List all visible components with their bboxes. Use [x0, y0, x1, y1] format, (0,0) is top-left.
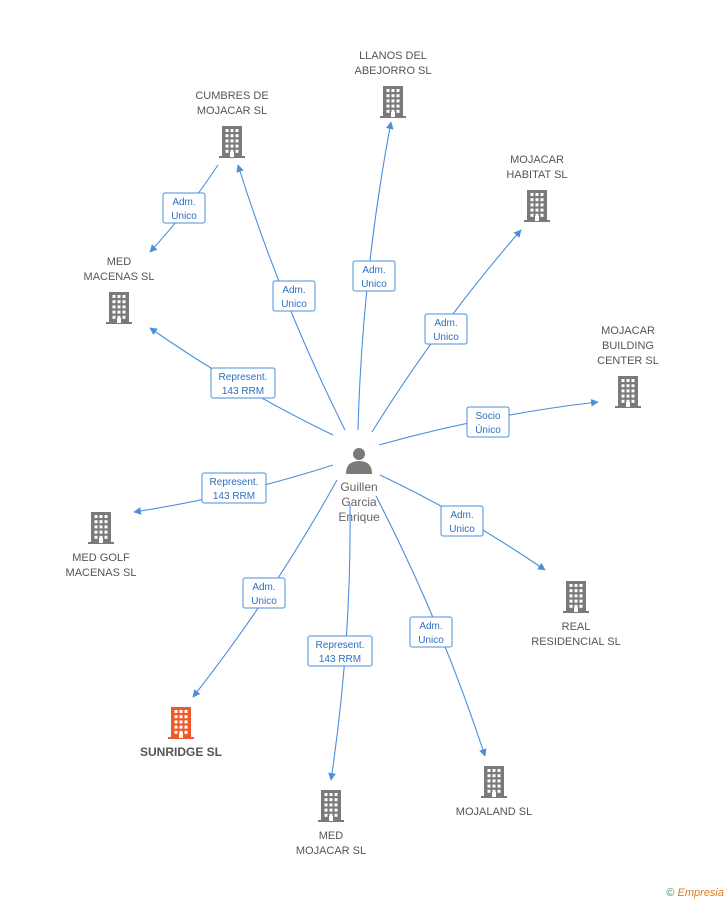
person-label[interactable]: Garcia [341, 495, 377, 509]
edge-p-macenas: Represent. 143 RRM [149, 327, 334, 436]
edge-p-mojaland: Adm. Unico [375, 495, 487, 757]
edge-p-medmojacar: Represent. 143 RRM [307, 504, 373, 781]
company-node-mojaland[interactable]: MOJALAND SL [456, 766, 532, 818]
brand-initial: E [677, 887, 685, 899]
company-label[interactable]: MOJACAR [601, 325, 655, 337]
edge-label-box[interactable] [201, 472, 267, 504]
edge-label-text: Socio [475, 411, 500, 422]
company-label[interactable]: MOJACAR SL [197, 105, 267, 117]
company-label[interactable]: MED [319, 830, 344, 842]
company-node-building[interactable]: MOJACAR BUILDING CENTER SL [597, 325, 659, 408]
edge-label-box[interactable] [242, 577, 286, 609]
company-label[interactable]: MED GOLF [72, 552, 130, 564]
edge-label-text: Adm. [282, 285, 305, 296]
person-label[interactable]: Guillen [340, 480, 377, 494]
building-icon[interactable] [168, 707, 194, 739]
edge-p-cumbres: Adm. Unico [236, 164, 346, 431]
edge-p-llanos: Adm. Unico [352, 121, 396, 431]
edge-label-text: Adm. [252, 582, 275, 593]
edge-label-text: Unico [171, 211, 197, 222]
edge-label-text: Unico [281, 299, 307, 310]
edge-label-box[interactable] [440, 505, 484, 537]
edge-label-text: Represent. [316, 640, 365, 651]
company-label[interactable]: BUILDING [602, 340, 654, 352]
company-label[interactable]: CENTER SL [597, 355, 659, 367]
building-icon[interactable] [524, 190, 550, 222]
company-label[interactable]: MACENAS SL [84, 271, 155, 283]
company-node-habitat[interactable]: MOJACAR HABITAT SL [506, 154, 568, 222]
edge-p-real: Adm. Unico [379, 474, 546, 571]
edge-label-text: Adm. [434, 318, 457, 329]
edge-label-box[interactable] [307, 635, 373, 667]
edge-label-text: Unico [433, 332, 459, 343]
company-label[interactable]: MOJACAR [510, 154, 564, 166]
edge-label-text: Adm. [450, 510, 473, 521]
company-node-macenas[interactable]: MED MACENAS SL [84, 256, 155, 324]
person-label[interactable]: Enrique [338, 510, 380, 524]
edge-label-text: Unico [361, 279, 387, 290]
building-icon[interactable] [318, 790, 344, 822]
edge-label-text: Represent. [219, 372, 268, 383]
edge-label-box[interactable] [466, 406, 510, 438]
edge-cumbres-macenas: Adm. Unico [149, 164, 219, 253]
footer-brand[interactable]: © Empresia [666, 887, 724, 899]
company-label[interactable]: ABEJORRO SL [354, 65, 431, 77]
edge-label-text: Unico [251, 596, 277, 607]
building-icon[interactable] [380, 86, 406, 118]
edge-label-text: Adm. [362, 265, 385, 276]
person-icon[interactable] [346, 448, 372, 474]
edge-label-text: Unico [449, 524, 475, 535]
company-label[interactable]: HABITAT SL [506, 169, 567, 181]
copyright-icon: © [666, 887, 675, 899]
building-icon[interactable] [481, 766, 507, 798]
edge-label-text: Adm. [172, 197, 195, 208]
company-label[interactable]: MACENAS SL [66, 567, 137, 579]
building-icon[interactable] [88, 512, 114, 544]
company-label[interactable]: MOJALAND SL [456, 806, 532, 818]
edge-label-text: Único [475, 423, 501, 436]
company-label[interactable]: REAL [562, 621, 591, 633]
company-node-medmojacar[interactable]: MED MOJACAR SL [296, 790, 366, 857]
edge-label-box[interactable] [210, 367, 276, 399]
edge-label-box[interactable] [272, 280, 316, 312]
company-label[interactable]: SUNRIDGE SL [140, 745, 222, 759]
building-icon[interactable] [563, 581, 589, 613]
edge-label-box[interactable] [352, 260, 396, 292]
edge-label-text: 143 RRM [222, 386, 264, 397]
company-label[interactable]: MOJACAR SL [296, 845, 366, 857]
company-label[interactable]: CUMBRES DE [195, 90, 268, 102]
edge-p-sunridge: Adm. Unico [192, 479, 338, 698]
edge-label-box[interactable] [424, 313, 468, 345]
edge-label-text: Represent. [210, 477, 259, 488]
company-label[interactable]: RESIDENCIAL SL [531, 636, 620, 648]
company-node-llanos[interactable]: LLANOS DEL ABEJORRO SL [354, 50, 432, 118]
brand-name: mpresia [684, 887, 724, 899]
edge-label-text: Adm. [419, 621, 442, 632]
building-icon[interactable] [615, 376, 641, 408]
edge-label-box[interactable] [409, 616, 453, 648]
company-label[interactable]: MED [107, 256, 132, 268]
company-node-golf[interactable]: MED GOLF MACENAS SL [66, 512, 137, 579]
edge-p-habitat: Adm. Unico [371, 229, 522, 433]
company-node-real[interactable]: REAL RESIDENCIAL SL [531, 581, 621, 648]
company-node-sunridge[interactable]: SUNRIDGE SL [140, 707, 222, 759]
company-label[interactable]: LLANOS DEL [359, 50, 427, 62]
edge-p-golf: Represent. 143 RRM [133, 464, 334, 515]
edge-label-text: 143 RRM [319, 654, 361, 665]
building-icon[interactable] [106, 292, 132, 324]
edge-label-text: Unico [418, 635, 444, 646]
building-icon[interactable] [219, 126, 245, 158]
company-node-cumbres[interactable]: CUMBRES DE MOJACAR SL [195, 90, 269, 158]
edge-label-text: 143 RRM [213, 491, 255, 502]
edge-label-box[interactable] [162, 192, 206, 224]
